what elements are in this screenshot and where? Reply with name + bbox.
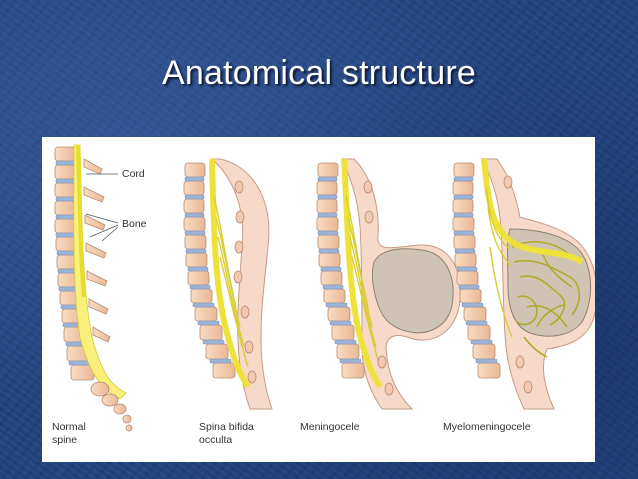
callout-bone: Bone	[122, 218, 147, 230]
figure-panel: Cord Bone Normal spine Spina bifida occu…	[42, 137, 595, 462]
caption-meningocele: Meningocele	[300, 421, 360, 433]
spine-illustration	[54, 144, 595, 432]
myelomeningocele-drawing	[452, 158, 595, 410]
spina-bifida-occulta-drawing	[183, 158, 273, 410]
meningocele-drawing	[316, 158, 461, 410]
callout-cord: Cord	[122, 168, 145, 180]
caption-spina-bifida-occulta: Spina bifida occulta	[199, 421, 254, 446]
slide-title: Anatomical structure	[162, 54, 476, 92]
caption-myelomeningocele: Myelomeningocele	[443, 421, 531, 433]
caption-normal-spine: Normal spine	[52, 421, 86, 446]
normal-spine-drawing	[54, 144, 133, 432]
